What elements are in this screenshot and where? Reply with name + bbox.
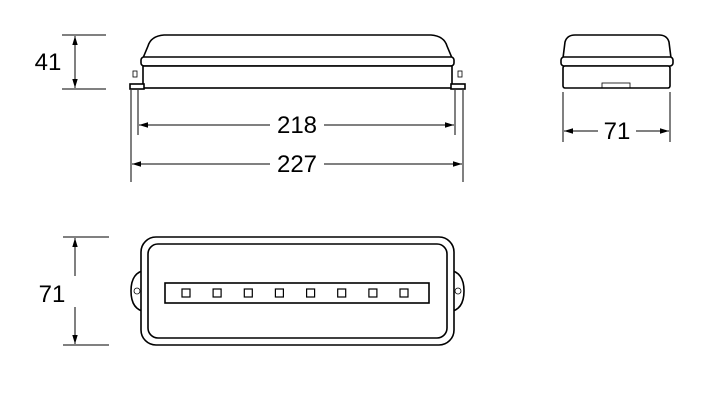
side-view-base xyxy=(142,65,453,89)
led xyxy=(306,288,316,298)
front-height-label: 71 xyxy=(39,281,66,308)
end-view-bottom-tab xyxy=(601,82,631,89)
end-width-label: 71 xyxy=(604,118,631,145)
led xyxy=(243,288,253,298)
led xyxy=(274,288,284,298)
side-view-clip-right xyxy=(457,70,463,78)
front-view: 71 xyxy=(39,236,465,346)
led xyxy=(212,288,222,298)
side-view: 41 218 227 xyxy=(35,34,466,182)
led xyxy=(181,288,191,298)
front-view-hole-left xyxy=(133,287,141,295)
led-group xyxy=(181,288,409,298)
side-height-label: 41 xyxy=(35,49,62,76)
side-view-flange-left xyxy=(129,83,145,90)
side-view-flange-right xyxy=(450,83,466,90)
side-view-clip-left xyxy=(132,70,138,78)
led-strip xyxy=(164,282,430,304)
led xyxy=(368,288,378,298)
outer-width-label: 227 xyxy=(277,151,317,178)
inner-width-label: 218 xyxy=(277,112,317,139)
end-view-base xyxy=(562,65,671,89)
end-view-rim xyxy=(560,56,674,67)
end-view: 71 xyxy=(560,34,674,145)
front-view-hole-right xyxy=(454,287,462,295)
side-view-dome xyxy=(141,34,454,59)
led xyxy=(399,288,409,298)
end-view-dome xyxy=(562,34,672,59)
side-view-rim xyxy=(140,56,455,67)
led xyxy=(337,288,347,298)
